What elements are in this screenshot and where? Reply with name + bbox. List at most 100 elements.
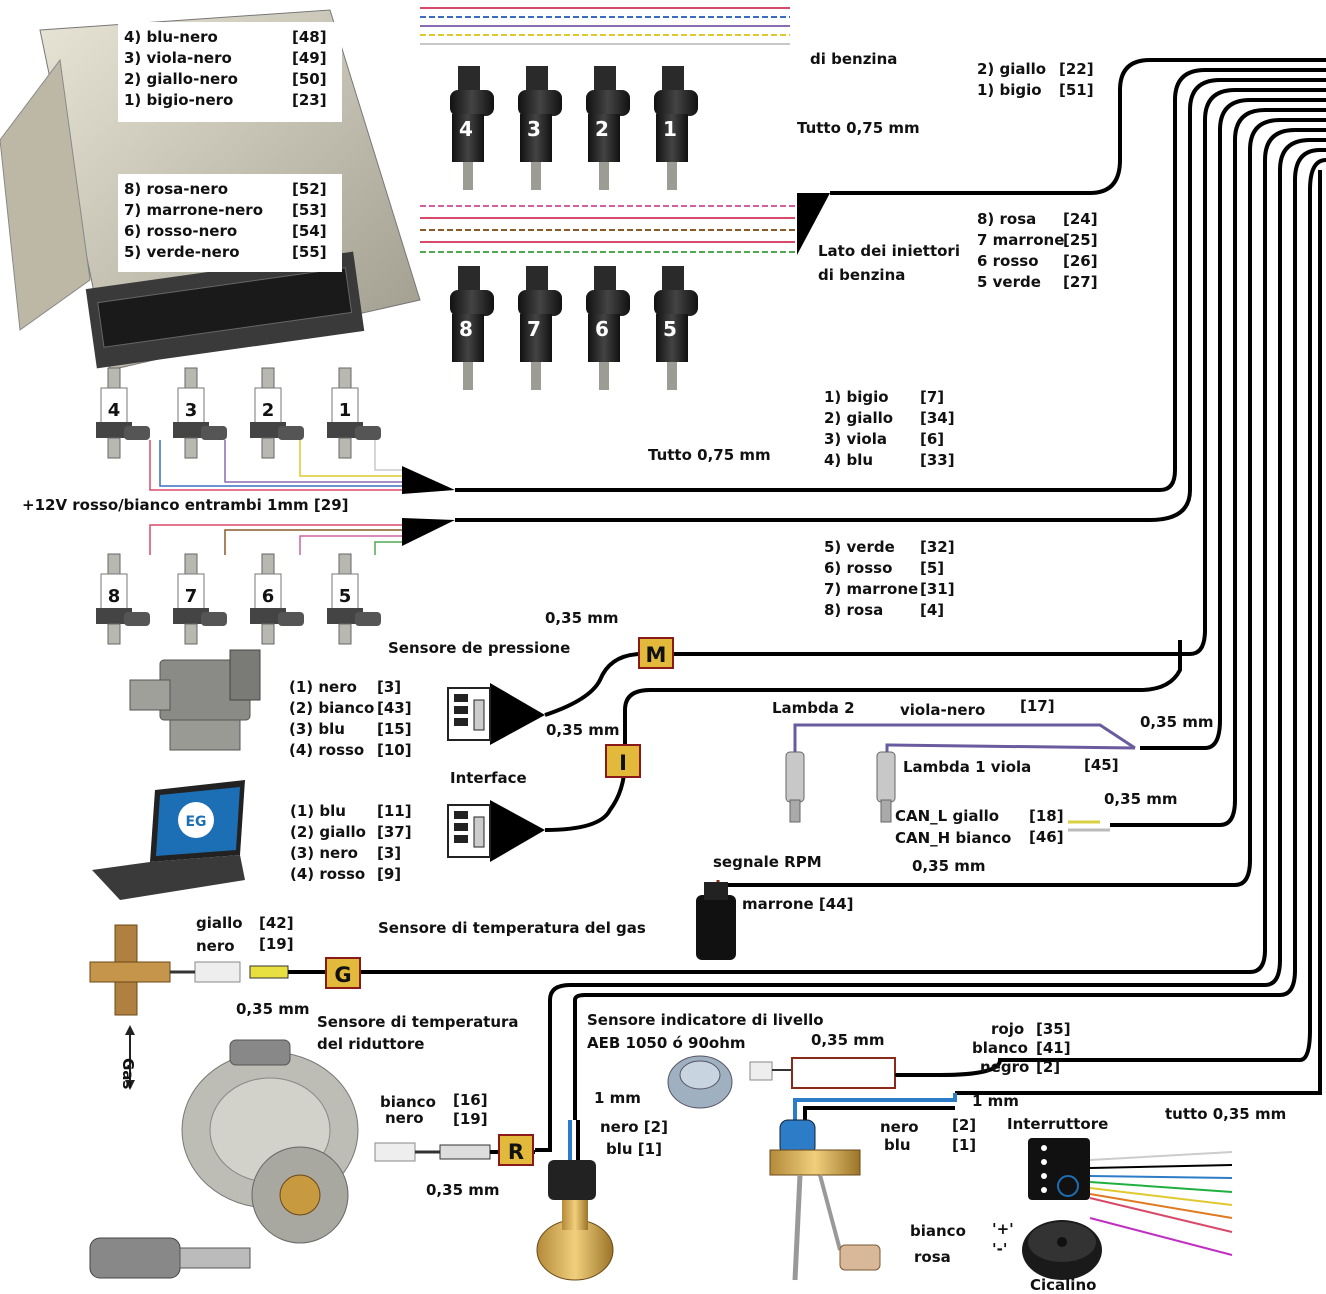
injector-number: 6 xyxy=(595,317,609,341)
gas-temp-wire1: giallo xyxy=(196,914,243,932)
buzzer-minus: '-' xyxy=(992,1240,1008,1258)
interface-wire-size: 0,35 mm xyxy=(546,721,620,739)
pin-code: [6] xyxy=(920,430,945,448)
pin-code: [26] xyxy=(1063,252,1098,270)
injector-number: 5 xyxy=(339,586,352,607)
gas-temp-id-box: G xyxy=(325,957,361,989)
ecu-pin-label: 4) blu-nero xyxy=(124,28,218,46)
switch-title: Interruttore xyxy=(1007,1115,1109,1133)
gas-flow-label: Gas xyxy=(119,1058,137,1090)
lambda2-code: [17] xyxy=(1020,697,1055,715)
reducer-wire-size: 0,35 mm xyxy=(426,1181,500,1199)
petrol-injector: 3 xyxy=(518,66,562,190)
can-h-label: CAN_H bianco xyxy=(895,829,1012,847)
ecu-bottom-pin-table: 8) rosa-nero[52] 7) marrone-nero[53] 6) … xyxy=(118,174,342,272)
lambda1-code: [45] xyxy=(1084,756,1119,774)
pin-code: [11] xyxy=(377,802,412,820)
pin-code: [5] xyxy=(920,559,945,577)
svg-text:EG: EG xyxy=(185,814,206,830)
ecu-pin-code: [53] xyxy=(292,201,327,219)
injector-number: 1 xyxy=(339,400,352,421)
reducer-id-box: R xyxy=(498,1134,534,1166)
pin-code: [7] xyxy=(920,388,945,406)
gas-top-pin-table: 1) bigio[7] 2) giallo[34] 3) viola[6] 4)… xyxy=(824,386,959,470)
reducer-icon xyxy=(89,1039,359,1279)
pin-label: (3) blu xyxy=(289,720,345,738)
buzzer-title: Cicalino xyxy=(1030,1276,1097,1294)
pin-code: [22] xyxy=(1059,60,1094,78)
pin-code: [37] xyxy=(377,823,412,841)
gas-injector: 3 xyxy=(173,367,227,459)
pressure-sensor-title: Sensore de pressione xyxy=(388,639,571,657)
pin-label: 6 rosso xyxy=(977,252,1039,270)
pin-label: 7 marrone xyxy=(977,231,1065,249)
petrol-injector: 1 xyxy=(654,66,698,190)
pin-code: [4] xyxy=(920,601,945,619)
switch-wire-size: tutto 0,35 mm xyxy=(1165,1105,1287,1123)
interface-title: Interface xyxy=(450,769,527,787)
injector-number: 8 xyxy=(459,317,473,341)
injector-number: 6 xyxy=(262,586,275,607)
solenoid-wire-size: 1 mm xyxy=(594,1089,641,1107)
tank-code2: [1] xyxy=(952,1136,977,1154)
gas-flow-arrow xyxy=(125,1025,135,1090)
level-wire-table: rojo[35] blanco[41] negro[2] xyxy=(972,1018,1082,1076)
pin-code: [15] xyxy=(377,720,412,738)
injector-number: 1 xyxy=(663,117,677,141)
pin-code: [34] xyxy=(920,409,955,427)
interface-pin-table: (1) blu[11] (2) giallo[37] (3) nero[3] (… xyxy=(290,800,420,884)
pin-label: 5) verde xyxy=(824,538,895,556)
petrol-bottom-heading2: di benzina xyxy=(818,266,906,284)
petrol-wire-size: Tutto 0,75 mm xyxy=(797,119,920,137)
gas-injector: 1 xyxy=(327,367,381,459)
rpm-wire-size: 0,35 mm xyxy=(912,857,986,875)
pin-label: 5 verde xyxy=(977,273,1041,291)
pressure-wire-size: 0,35 mm xyxy=(545,609,619,627)
lambda-sensor-icon xyxy=(785,751,896,823)
pin-code: [51] xyxy=(1059,81,1094,99)
can-wires xyxy=(1068,820,1110,832)
petrol-wires-bottom xyxy=(420,205,795,253)
pin-label: (2) giallo xyxy=(290,823,366,841)
pin-label: (2) bianco xyxy=(289,699,375,717)
can-l-code: [18] xyxy=(1029,807,1064,825)
injector-number: 7 xyxy=(185,586,198,607)
buzzer-plus: '+' xyxy=(992,1220,1014,1238)
petrol-injector: 5 xyxy=(654,266,698,390)
solenoid-valve-icon xyxy=(536,1120,614,1281)
petrol-bottom-pin-table: 8) rosa[24] 7 marrone[25] 6 rosso[26] 5 … xyxy=(977,208,1102,292)
pin-label: (4) rosso xyxy=(289,741,365,759)
pin-label: 2) giallo xyxy=(824,409,894,427)
gas-injector: 2 xyxy=(250,367,304,459)
gas-injectors-bottom: 8 7 6 5 xyxy=(96,553,381,645)
pin-code: [27] xyxy=(1063,273,1098,291)
gas-temp-code1: [42] xyxy=(259,914,294,932)
tank-wire-size: 1 mm xyxy=(972,1092,1019,1110)
reducer-code2: [19] xyxy=(453,1110,488,1128)
gas-temp-title: Sensore di temperatura del gas xyxy=(378,919,646,937)
gas-harness-connector-bottom xyxy=(402,518,455,546)
reducer-wire2: nero xyxy=(385,1109,424,1127)
petrol-top-pin-table: 2) giallo[22] 1) bigio[51] xyxy=(977,58,1097,100)
ignition-coil-icon xyxy=(696,880,736,960)
injector-number: 2 xyxy=(595,117,609,141)
solenoid-wire2: blu [1] xyxy=(606,1140,662,1158)
lambda-wiring xyxy=(793,723,1136,752)
power-label: +12V rosso/bianco entrambi 1mm [29] xyxy=(22,496,349,514)
laptop-icon: EG xyxy=(92,780,245,900)
interface-plug xyxy=(447,804,491,858)
level-sensor-title2: AEB 1050 ó 90ohm xyxy=(587,1034,746,1052)
gas-injector: 8 xyxy=(96,553,150,645)
wire-code: [41] xyxy=(1036,1039,1071,1057)
tank-wire1: nero xyxy=(880,1118,919,1136)
reducer-code1: [16] xyxy=(453,1091,488,1109)
gas-injector: 6 xyxy=(250,553,304,645)
gas-temp-wire2: nero xyxy=(196,937,235,955)
gas-wire-size: Tutto 0,75 mm xyxy=(648,446,771,464)
pin-code: [9] xyxy=(377,865,402,883)
ecu-pin-code: [54] xyxy=(292,222,327,240)
buzzer-icon xyxy=(1022,1220,1102,1280)
pin-label: 1) bigio xyxy=(977,81,1042,99)
